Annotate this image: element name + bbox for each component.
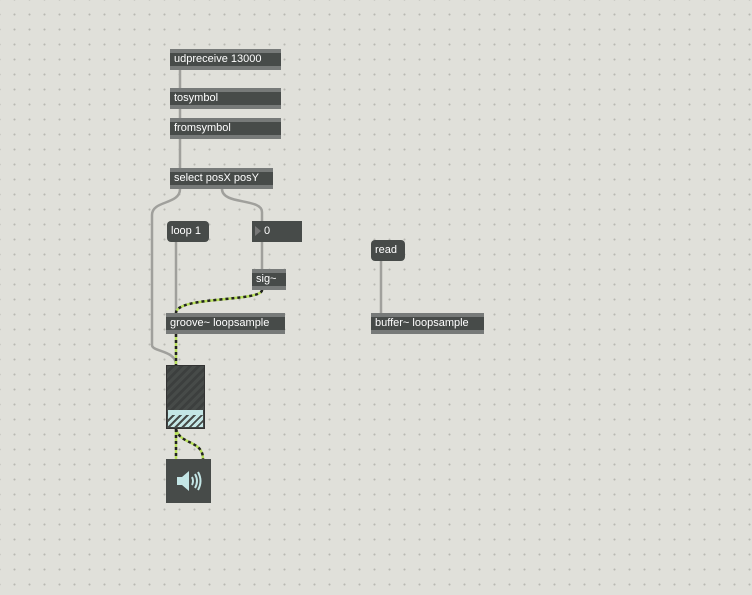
cord-gain-dac-right [174, 428, 205, 460]
number-box[interactable]: 0 [252, 221, 302, 242]
sig-object[interactable]: sig~ [252, 269, 286, 290]
cord-select-gain [150, 188, 182, 366]
udpreceive-object[interactable]: udpreceive 13000 [170, 49, 281, 70]
tosymbol-object[interactable]: tosymbol [170, 88, 281, 109]
gain-fill [168, 414, 203, 427]
speaker-icon [176, 471, 201, 491]
gain-slider[interactable] [166, 365, 205, 429]
groove-object[interactable]: groove~ loopsample [166, 313, 285, 334]
gain-level-marker [168, 409, 203, 415]
cord-sig-groove [174, 289, 264, 314]
buffer-object[interactable]: buffer~ loopsample [371, 313, 484, 334]
select-object[interactable]: select posX posY [170, 168, 273, 189]
loop-message[interactable]: loop 1 [167, 221, 209, 242]
cord-select-number [220, 188, 264, 221]
read-message[interactable]: read [371, 240, 405, 261]
fromsymbol-object[interactable]: fromsymbol [170, 118, 281, 139]
ezdac-button[interactable] [166, 459, 211, 503]
